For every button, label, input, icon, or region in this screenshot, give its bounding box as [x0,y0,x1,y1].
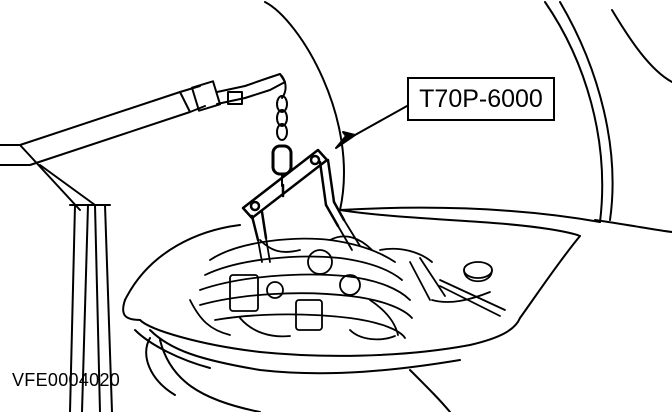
hoist-boom [0,73,287,166]
hoist-stand [19,144,113,412]
front-fender [134,329,211,396]
raised-hood [264,1,672,233]
tool-callout-label: T70P-6000 [407,77,555,121]
lift-chain [271,95,293,187]
engine-block [189,219,506,341]
engine-bay [122,209,581,412]
lifting-bracket [241,148,346,242]
figure-reference-code: VFE0004020 [12,370,121,390]
callout-arrow [335,105,408,149]
tool-part-number: T70P-6000 [419,84,543,113]
